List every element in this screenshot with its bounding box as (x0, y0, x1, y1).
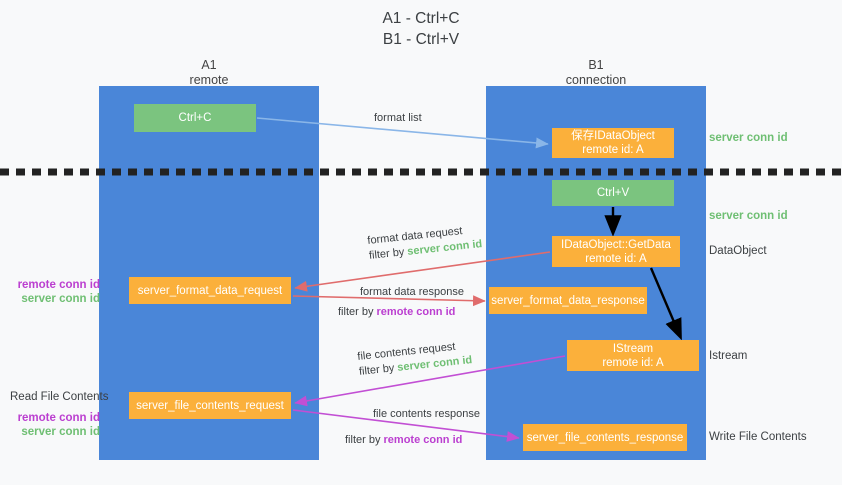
label-remote-conn-id-1: remote conn id (376, 306, 456, 318)
column-header-b1: B1 connection (516, 58, 676, 88)
annotation-dataobject: DataObject (709, 245, 767, 257)
node-getdata-line1: IDataObject::GetData (561, 238, 671, 251)
label-filter-by-2: filter by (338, 306, 377, 318)
label-file-contents-response: file contents response (373, 407, 480, 422)
node-server-file-contents-request[interactable]: server_file_contents_request (129, 392, 291, 419)
label-file-contents-response-filter: filter by remote conn id (345, 433, 462, 448)
node-save-idataobject-line2: remote id: A (582, 144, 644, 156)
node-idataobject-getdata[interactable]: IDataObject::GetData remote id: A (552, 236, 680, 267)
label-format-data-response-filter: filter by remote conn id (338, 305, 455, 320)
annotation-conn-id-pair-2: remote conn id server conn id (10, 411, 100, 439)
annotation-server-conn-id-1: server conn id (21, 293, 100, 305)
label-file-contents-response-text: file contents response (373, 408, 481, 420)
node-istream-line1: IStream (612, 342, 654, 355)
annotation-conn-id-pair-1: remote conn id server conn id (10, 278, 100, 306)
node-server-format-data-request[interactable]: server_format_data_request (129, 277, 291, 304)
column-header-a1: A1 remote (129, 58, 289, 88)
node-ctrl-v-label: Ctrl+V (596, 187, 630, 199)
node-save-idataobject-line1: 保存IDataObject (571, 130, 655, 142)
column-b1-subtitle: connection (565, 73, 627, 87)
annotation-server-conn-id-top: server conn id (709, 132, 788, 144)
label-filter-by-4: filter by (345, 434, 384, 446)
annotation-server-conn-id-2: server conn id (21, 426, 100, 438)
annotation-server-conn-id-mid: server conn id (709, 210, 788, 222)
annotation-read-file-contents: Read File Contents (10, 391, 109, 403)
column-b1-name: B1 (588, 58, 604, 72)
column-a1-name: A1 (201, 58, 217, 72)
annotation-write-file-contents: Write File Contents (709, 431, 807, 443)
node-getdata-line2: remote id: A (585, 252, 647, 265)
label-format-data-response-text: format data response (360, 286, 464, 298)
label-format-list: format list (374, 111, 422, 126)
node-istream-line2: remote id: A (602, 356, 664, 369)
title-line-2: B1 - Ctrl+V (382, 31, 460, 48)
label-filter-by-3: filter by (358, 361, 398, 378)
annotation-remote-conn-id-2: remote conn id (17, 412, 100, 424)
node-ctrl-v[interactable]: Ctrl+V (552, 180, 674, 206)
node-server-format-data-response-label: server_format_data_response (491, 294, 645, 307)
label-format-data-response: format data response (360, 285, 464, 300)
label-format-data-request: format data request filter by server con… (367, 222, 483, 264)
label-filter-by-1: filter by (368, 245, 408, 262)
node-save-idataobject[interactable]: 保存IDataObject remote id: A (552, 128, 674, 158)
node-server-file-contents-request-label: server_file_contents_request (136, 399, 284, 412)
node-server-file-contents-response[interactable]: server_file_contents_response (523, 424, 687, 451)
annotation-istream: Istream (709, 350, 748, 362)
title-line-1: A1 - Ctrl+C (382, 10, 460, 27)
column-a1-subtitle: remote (189, 73, 229, 87)
label-format-list-text: format list (374, 112, 422, 124)
node-server-file-contents-response-label: server_file_contents_response (526, 431, 684, 444)
node-server-format-data-request-label: server_format_data_request (137, 284, 283, 297)
page-title: A1 - Ctrl+C B1 - Ctrl+V (0, 8, 842, 50)
label-remote-conn-id-2: remote conn id (383, 434, 463, 446)
node-ctrl-c-label: Ctrl+C (178, 112, 212, 124)
node-ctrl-c[interactable]: Ctrl+C (134, 104, 256, 132)
label-file-contents-request: file contents request filter by server c… (357, 338, 473, 380)
node-server-format-data-response[interactable]: server_format_data_response (489, 287, 647, 314)
annotation-remote-conn-id-1: remote conn id (17, 279, 100, 291)
node-istream[interactable]: IStream remote id: A (567, 340, 699, 371)
